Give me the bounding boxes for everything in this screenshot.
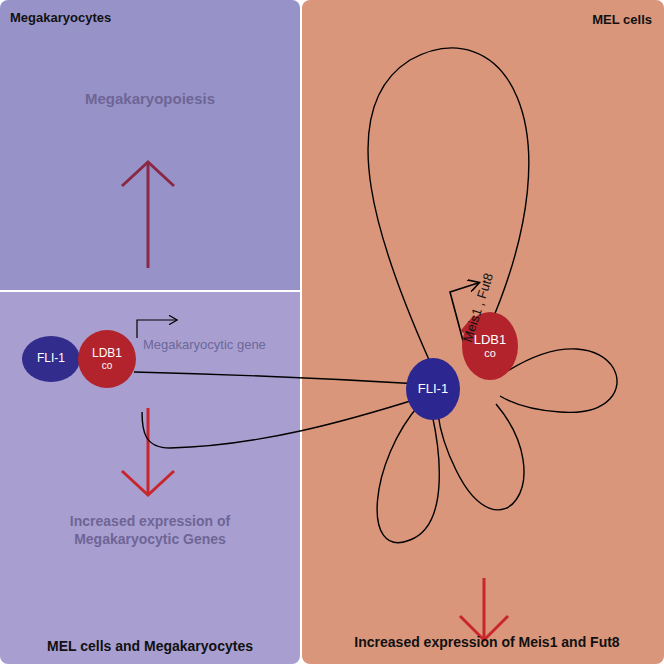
down-arrow <box>460 578 508 640</box>
panel-text: Increased expression of Meis1 and Fut8 <box>322 634 652 650</box>
protein-label: FLI-1 <box>37 352 65 365</box>
protein-label: co <box>484 347 496 359</box>
panel: MegakaryocytesMegakaryopoiesis <box>0 0 300 290</box>
gene-label: Megakaryocytic gene <box>143 337 283 352</box>
protein-oval: FLI-1 <box>406 358 460 420</box>
panel-heading: MEL cells and Megakaryocytes <box>20 638 280 654</box>
promoter-arrow <box>450 283 478 352</box>
up-arrow <box>122 162 174 268</box>
protein-label: co <box>102 360 113 371</box>
panel-text: Megakaryopoiesis <box>40 90 260 107</box>
protein-oval: FLI-1 <box>22 336 80 382</box>
ldb1-bridge <box>462 318 482 332</box>
protein-label: LDB1 <box>474 333 507 347</box>
down-arrow <box>122 408 174 495</box>
protein-label: LDB1 <box>92 347 122 360</box>
panel: MEL cellsIncreased expression of Meis1 a… <box>302 0 664 664</box>
panel-heading: Megakaryocytes <box>10 10 210 25</box>
panel-text: Increased expression of Megakaryocytic G… <box>20 512 280 548</box>
protein-label: FLI-1 <box>418 382 448 396</box>
chromatin-fiber <box>134 48 617 543</box>
panel-heading: MEL cells <box>552 12 652 27</box>
protein-oval: LDB1co <box>78 330 136 388</box>
promoter-arrow <box>137 320 176 338</box>
